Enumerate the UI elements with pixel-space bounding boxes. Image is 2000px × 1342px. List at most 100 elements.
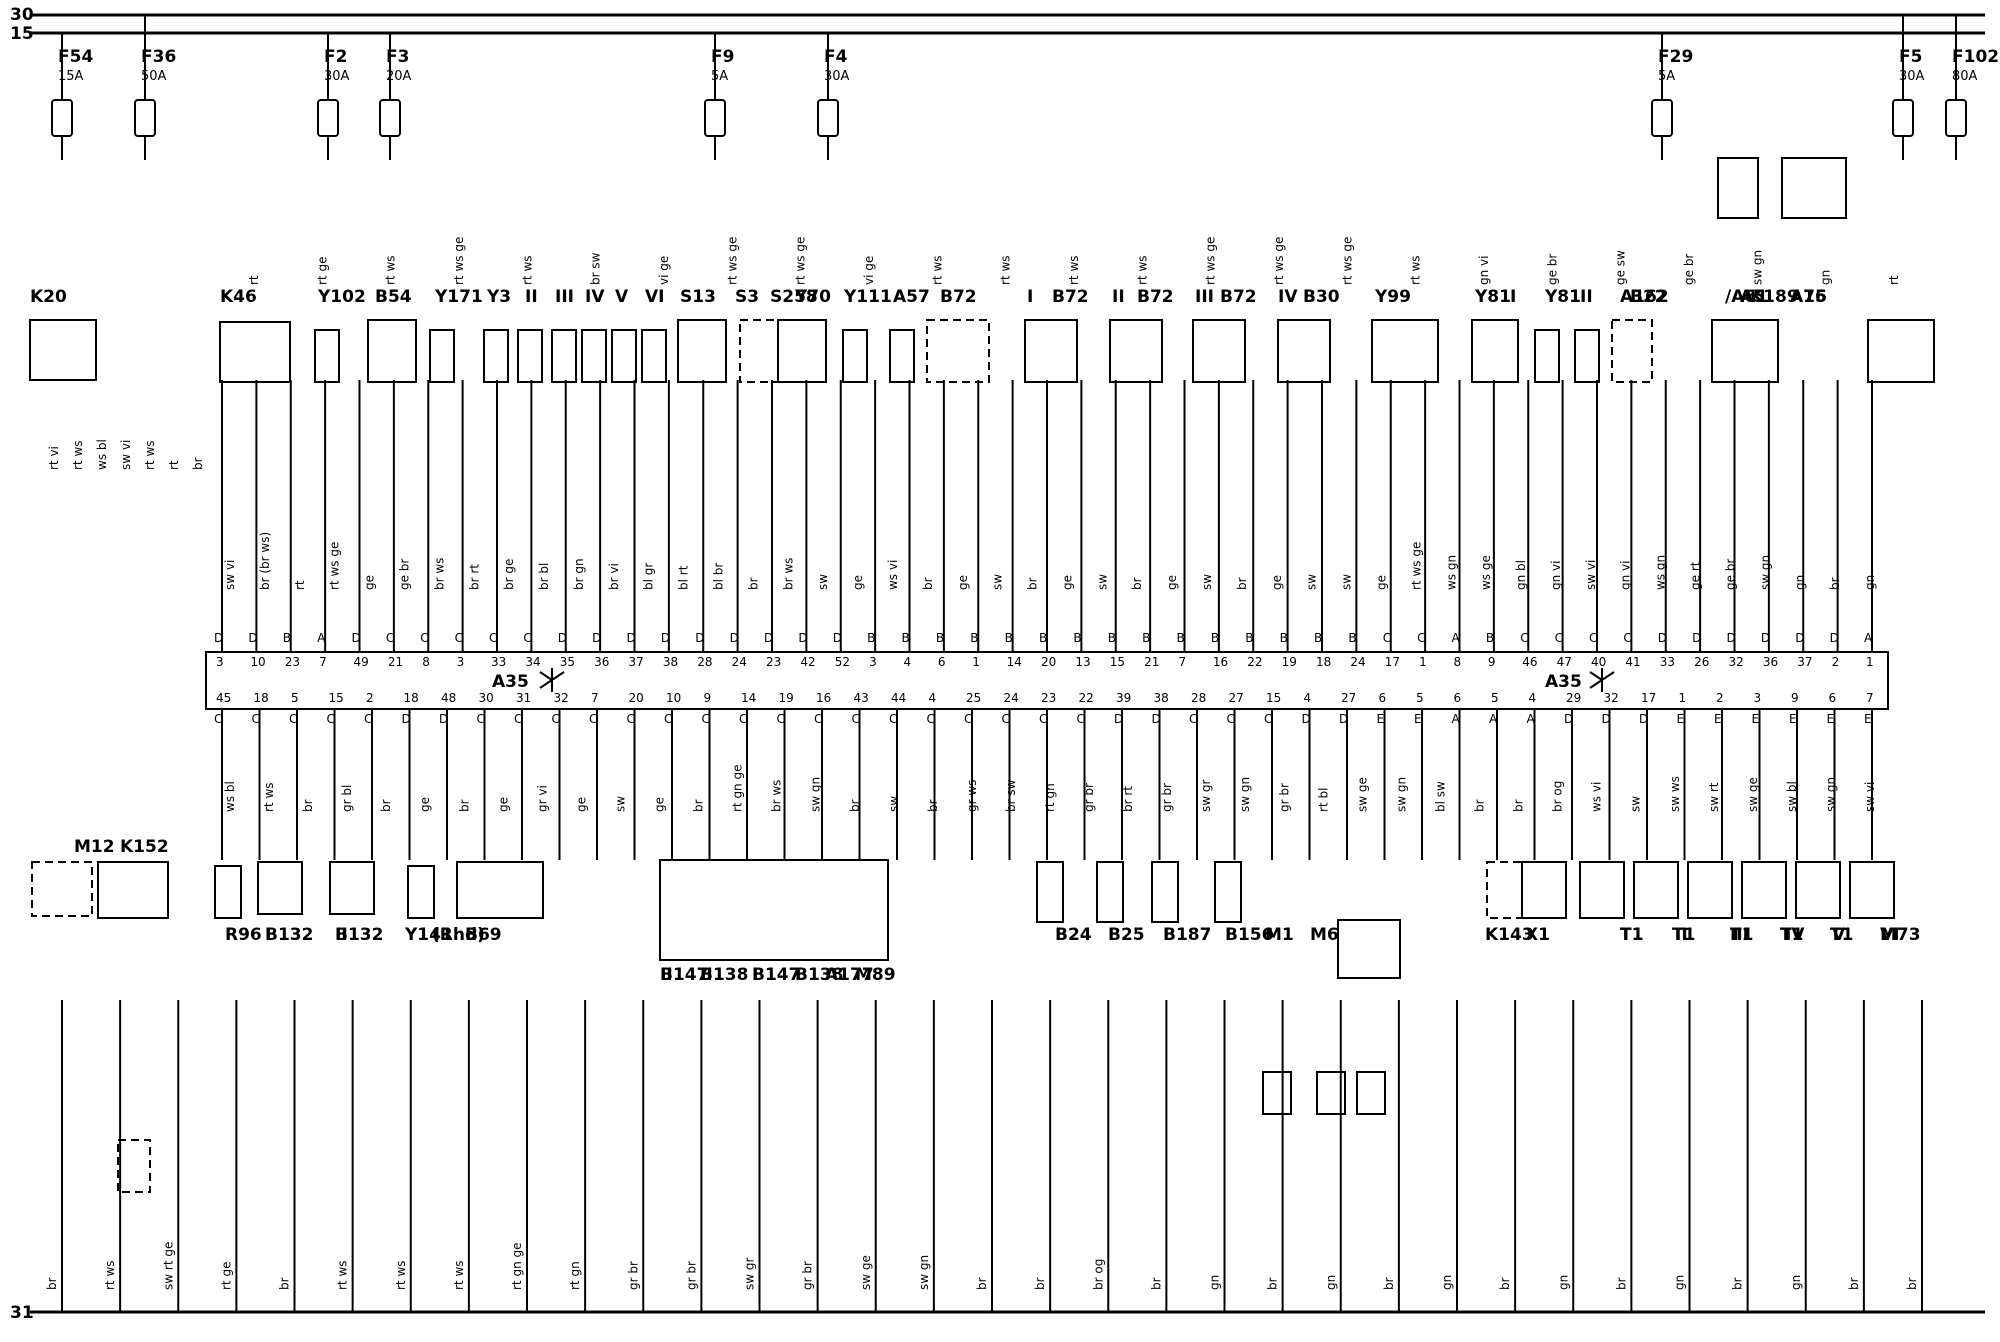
ecu-bottom-pin-conn: C [1227,712,1235,726]
bottom-component-label: I [795,965,801,985]
ecu-top-pin-conn: B [1314,631,1322,645]
ecu-bottom-pin-num: 15 [329,691,344,705]
fuse-wire-color: rt ge [315,257,329,285]
component-body [1109,319,1163,383]
ecu-top-pin-conn: C [455,631,463,645]
component-body [641,329,667,383]
component-body [1036,861,1064,923]
ecu-top-pin-num: 21 [1144,655,1159,669]
ecu-bottom-pin-conn: D [1639,712,1648,726]
bottom-component-label: M6 [1310,925,1339,945]
component-body [97,861,169,919]
wire-color-bottom: sw gn [1394,777,1408,812]
ecu-bottom-pin-num: 18 [254,691,269,705]
ecu-top-pin-conn: D [764,631,773,645]
fuse-wire-color: rt ws [384,255,398,285]
wire-color-low: br og [1091,1259,1105,1290]
top-component-label: III [555,287,574,307]
wire-color-bottom: br rt [1121,786,1135,812]
wire-color-bottom: sw [1629,796,1643,812]
ecu-bottom-pin-conn: E [1377,712,1385,726]
ecu-top-pin-num: 37 [1797,655,1812,669]
ecu-bottom-pin-conn: E [1827,712,1835,726]
ecu-top-pin-conn: B [1280,631,1288,645]
wire-color-top: bl rt [677,565,691,590]
component-body [926,319,990,383]
wire-color-top: bl br [712,563,726,590]
wire-color-bottom: sw bl [1785,781,1799,812]
ecu-top-pin-num: 24 [1350,655,1365,669]
wire-color-bottom: br [379,799,393,812]
component-body [1277,319,1331,383]
fuse-wire-color: rt ws [930,255,944,285]
ecu-top-pin-conn: A [1452,631,1461,645]
ecu-top-pin-num: 3 [457,655,465,669]
ecu-bottom-pin-num: 39 [1116,691,1131,705]
wire-color-bottom: ge [574,797,588,812]
component-body [1579,861,1625,919]
wire-color-bottom: br [848,799,862,812]
wire-color-top: br [1235,577,1249,590]
top-component-label: Y81 [1544,287,1581,307]
ecu-top-pin-conn: C [420,631,428,645]
ecu-top-pin-num: 2 [1832,655,1840,669]
ecu-top-pin-num: 23 [766,655,781,669]
ecu-bottom-pin-conn: C [627,712,635,726]
ecu-bottom-pin-conn: C [889,712,897,726]
ecu-top-pin-num: 35 [560,655,575,669]
ecu-bottom-pin-conn: C [777,712,785,726]
ecu-bottom-pin-num: 27 [1341,691,1356,705]
wire-color-top: ge br [1723,559,1737,590]
wire-color-low: sw ge [859,1255,873,1290]
ecu-top-pin-num: 40 [1591,655,1606,669]
ecu-bottom-pin-conn: C [552,712,560,726]
ecu-bottom-pin-conn: C [252,712,260,726]
wire-color-bottom: sw gr [1199,780,1213,812]
top-component-label: IV [585,287,605,307]
ecu-top-pin-num: 16 [1213,655,1228,669]
bottom-component-label: B69 [465,925,502,945]
ecu-top-pin-num: 1 [1419,655,1427,669]
wire-color-top: bl gr [642,563,656,590]
ecu-top-pin-conn: C [523,631,531,645]
ecu-top-pin-conn: C [1623,631,1631,645]
fuse-wire-color: vi ge [657,256,671,285]
top-component-label: B22 [1630,287,1667,307]
ecu-bottom-pin-num: 4 [929,691,937,705]
fuse-wire-color: rt ws ge [1340,237,1354,285]
bottom-component-label: V [1832,925,1846,945]
component-body [777,319,827,383]
bottom-component-label: IV [1785,925,1805,945]
top-component-label: II [1112,287,1125,307]
top-component-label: Y81 [1474,287,1511,307]
ecu-top-pin-conn: B [1073,631,1081,645]
ecu-top-pin-conn: C [1520,631,1528,645]
wire-color-bottom: sw ge [1355,777,1369,812]
ecu-top-pin-conn: D [1761,631,1770,645]
ecu-bottom-pin-conn: E [1752,712,1760,726]
ecu-bottom-pin-conn: C [927,712,935,726]
ecu-top-pin-conn: D [352,631,361,645]
bottom-component-label: T1 [1620,925,1643,945]
wire-color-bottom: sw gn [809,777,823,812]
wire-color-low: rt ws [336,1260,350,1290]
ecu-bottom-pin-conn: C [1039,712,1047,726]
wire-color-top: sw [1200,574,1214,590]
fuse-id: F54 [58,47,93,67]
ecu-top-pin-conn: B [867,631,875,645]
wire-color-top: ge [363,575,377,590]
fuse-wire-color: ge br [1682,254,1696,285]
fuse-body [1945,99,1967,137]
wire-color-top: rt ws ge [328,542,342,590]
fuse-body [704,99,726,137]
fuse-id: F102 [1952,47,1999,67]
ecu-bottom-pin-num: 9 [704,691,712,705]
ecu-bottom-pin-conn: C [589,712,597,726]
bottom-component-label: M89 [855,965,896,985]
ecu-bottom-pin-conn: D [1152,712,1161,726]
bottom-component-label: B132 [265,925,313,945]
fuse-wire-color: sw gn [1750,250,1764,285]
wire-color-low: br [278,1277,292,1290]
wire-color-bottom: ge [653,797,667,812]
fuse-rating: 30A [324,69,350,84]
